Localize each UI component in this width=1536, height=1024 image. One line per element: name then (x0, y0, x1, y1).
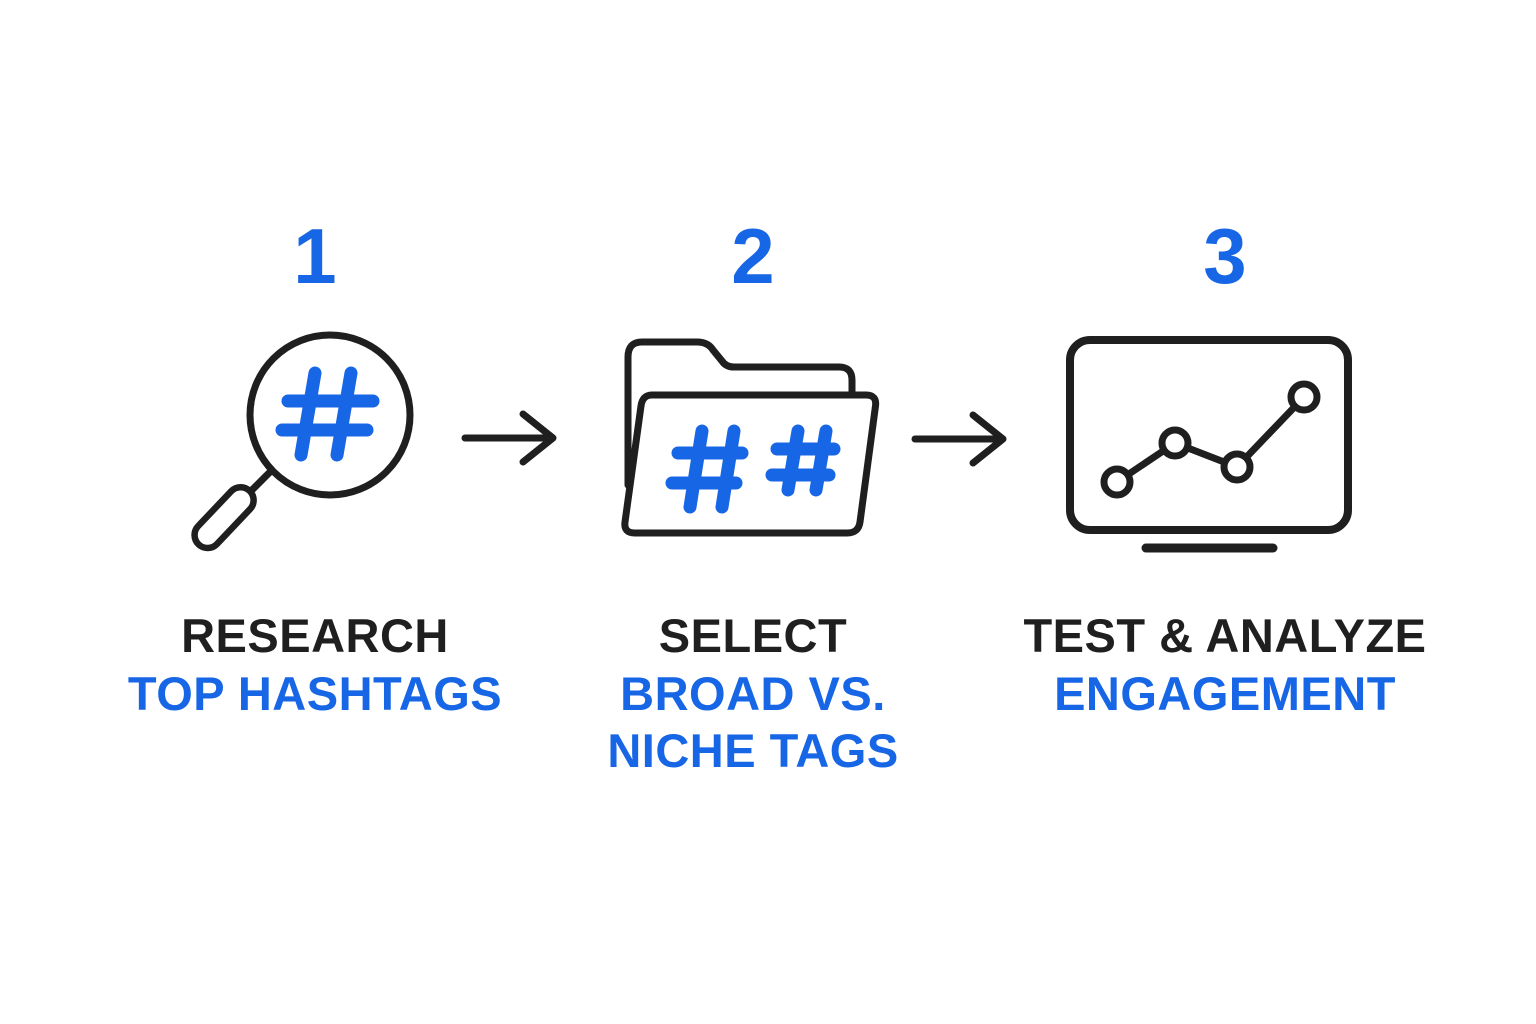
hashtag-glyph (275, 366, 380, 462)
trend-points (1100, 380, 1321, 499)
step-2-select: 2 SELECT BROAD VS. NICHE TAGS (543, 205, 963, 845)
step-1-research: 1 RESEARCH TOP HASHTAGS (105, 205, 525, 845)
step-1-number: 1 (293, 212, 337, 300)
folder-hashtags-icon (621, 338, 880, 537)
step-3-number: 3 (1203, 212, 1247, 300)
step-3-subtitle: ENGAGEMENT (1054, 667, 1396, 720)
trend-line (1115, 394, 1307, 485)
step-3-title: TEST & ANALYZE (1023, 609, 1427, 662)
arrow-right-icon (461, 410, 557, 466)
arrow-right-icon (911, 411, 1007, 467)
step-1-title: RESEARCH (181, 609, 449, 662)
step-2-subtitle-line-1: BROAD VS. (620, 667, 886, 720)
hashtag-glyphs (665, 424, 841, 514)
step-2-title: SELECT (658, 609, 848, 662)
step-1-subtitle: TOP HASHTAGS (127, 667, 503, 720)
step-2-subtitle-line-2: NICHE TAGS (607, 724, 899, 777)
step-3-test-analyze: 3 TEST & ANALYZE ENGAGEMENT (1015, 205, 1435, 845)
monitor-line-chart-icon (1066, 336, 1352, 553)
step-2-number: 2 (731, 212, 775, 300)
magnifier-hashtag-icon (191, 331, 414, 552)
